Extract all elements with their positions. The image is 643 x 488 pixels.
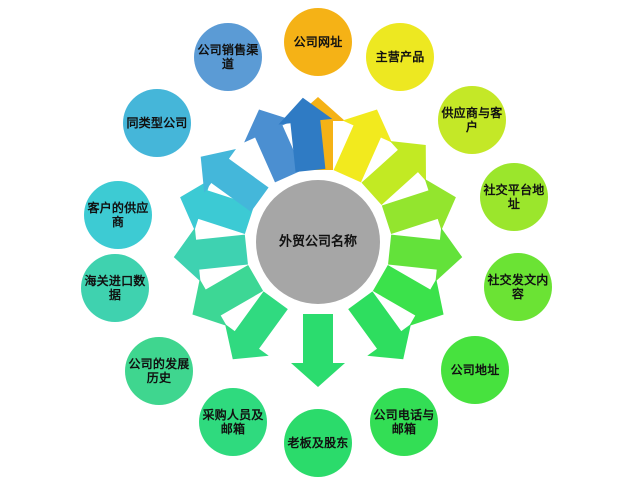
node-social-post-content[interactable]: 社交发文内容	[484, 253, 552, 321]
arrow-green-1	[388, 227, 463, 282]
node-label-purchasers-and-email: 采购人员及邮箱	[202, 407, 264, 436]
node-label-same-type-companies: 同类型公司	[126, 115, 188, 130]
node-label-social-platform-address: 社交平台地址	[483, 182, 545, 211]
node-label-company-history: 公司的发展历史	[128, 356, 190, 385]
center-hub-circle[interactable]	[256, 180, 380, 304]
node-company-address[interactable]: 公司地址	[441, 336, 509, 404]
arrow-cyan	[180, 178, 255, 235]
arrow-green-2	[372, 265, 444, 326]
arrow-down-green	[291, 314, 345, 387]
arrow-green-4	[225, 291, 288, 360]
arrow-yellow-green	[361, 140, 426, 205]
node-purchasers-and-email[interactable]: 采购人员及邮箱	[199, 388, 267, 456]
node-main-products[interactable]: 主营产品	[366, 23, 434, 91]
arrow-teal-2	[173, 227, 248, 282]
node-label-company-sales-channel: 公司销售渠道	[197, 42, 259, 71]
node-boss-and-shareholders[interactable]: 老板及股东	[284, 409, 352, 477]
node-label-boss-and-shareholders: 老板及股东	[287, 435, 349, 450]
arrow-green-3	[348, 291, 411, 360]
node-company-website[interactable]: 公司网址	[284, 8, 352, 76]
arrow-blue	[244, 109, 303, 183]
node-same-type-companies[interactable]: 同类型公司	[123, 89, 191, 157]
node-social-platform-address[interactable]: 社交平台地址	[480, 163, 548, 231]
node-label-social-post-content: 社交发文内容	[487, 272, 549, 301]
arrow-lime	[381, 178, 456, 235]
node-label-company-address: 公司地址	[450, 362, 500, 377]
node-company-sales-channel[interactable]: 公司销售渠道	[194, 23, 262, 91]
center-hub-group: 外贸公司名称	[256, 180, 380, 304]
node-company-phone-and-email[interactable]: 公司电话与邮箱	[370, 388, 438, 456]
arrow-teal-1	[192, 265, 264, 326]
node-label-customs-import-data: 海关进口数据	[84, 273, 146, 302]
node-label-main-products: 主营产品	[375, 49, 425, 64]
node-suppliers-and-customers[interactable]: 供应商与客户	[438, 86, 506, 154]
node-label-company-phone-and-email: 公司电话与邮箱	[373, 407, 435, 436]
node-customs-import-data[interactable]: 海关进口数据	[81, 254, 149, 322]
arrow-yellow	[333, 109, 392, 183]
center-hub-label: 外贸公司名称	[278, 234, 357, 250]
node-customers-suppliers[interactable]: 客户的供应商	[84, 181, 152, 249]
node-label-customers-suppliers: 客户的供应商	[87, 200, 149, 229]
node-label-company-website: 公司网址	[293, 34, 343, 49]
node-company-history[interactable]: 公司的发展历史	[125, 337, 193, 405]
arrow-group	[173, 97, 463, 387]
node-label-suppliers-and-customers: 供应商与客户	[441, 105, 503, 134]
arrow-light-blue	[200, 149, 269, 212]
arrow-blue-2	[278, 97, 333, 172]
